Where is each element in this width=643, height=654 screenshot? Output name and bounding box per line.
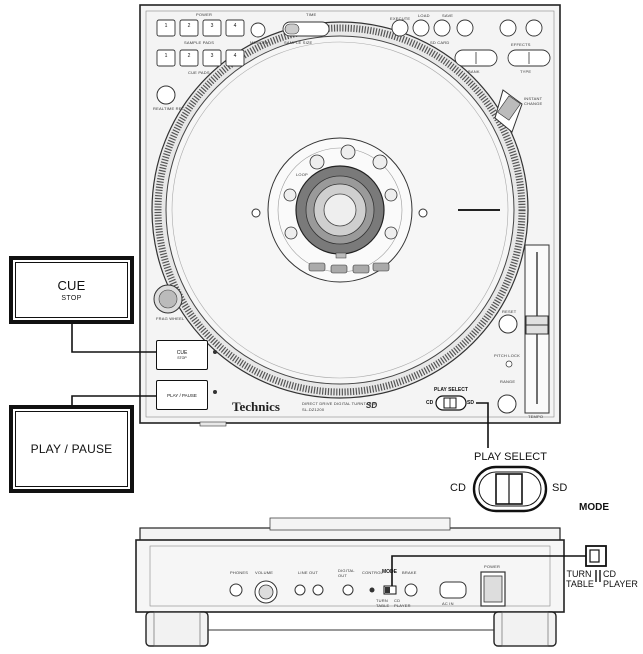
model-number: SL-DZ1200 — [302, 407, 325, 412]
play-select-sd-label: SD — [552, 482, 568, 494]
brake-label: BRAKE — [402, 570, 417, 575]
mode-callout-title: MODE — [579, 502, 609, 513]
turn-table-rear-label: TURN TABLE — [376, 598, 390, 608]
mode-rear-label: MODE — [382, 569, 397, 575]
sd-card-label: SD CARD — [430, 40, 450, 45]
player-text: PLAYER — [603, 579, 638, 589]
line-out-label: LINE OUT — [298, 570, 319, 575]
play-pause-button-label: PLAY / PAUSE — [167, 392, 197, 398]
bank-label: BANK — [468, 69, 480, 74]
tempo-label: TEMPO — [528, 414, 544, 419]
cue-pad-4: 4 — [233, 53, 237, 59]
control-label: CONTROL — [362, 570, 383, 575]
sample-pad-1: 1 — [164, 23, 168, 29]
sample-pads-label: SAMPLE PADS — [184, 40, 215, 45]
load-label: LOAD — [418, 13, 430, 18]
digital-out-label: DIGITAL OUT — [338, 568, 355, 578]
turn-table-callout-label: TURN TABLE — [566, 569, 594, 589]
cue-pads-label: CUE PADS — [188, 70, 210, 75]
play-pause-button: PLAY / PAUSE — [156, 380, 208, 410]
cue-button-label: CUE — [176, 350, 188, 356]
play-select-title: PLAY SELECT — [474, 451, 547, 463]
sample-size-label: SAMPLE SIZE — [284, 40, 313, 45]
sample-pad-4: 4 — [233, 23, 237, 29]
stop-button-label: STOP — [177, 356, 187, 360]
play-select-small-label: PLAY SELECT — [434, 387, 468, 393]
sd-logo: SD — [366, 401, 378, 410]
effects-label: EFFECTS — [511, 42, 531, 47]
play-pause-callout-title: PLAY / PAUSE — [30, 442, 113, 456]
cd-player-rear-label: CD PLAYER — [394, 598, 411, 608]
save-label: SAVE — [442, 13, 454, 18]
cue-pad-2: 2 — [187, 53, 191, 59]
table-text: TABLE — [566, 579, 594, 589]
loop-label: LOOP — [296, 172, 308, 177]
cue-callout-title: CUE — [57, 278, 86, 293]
memory-label: MEMORY — [250, 40, 270, 45]
volume-label: VOLUME — [255, 570, 274, 575]
execute-label: EXECUTE — [390, 16, 411, 21]
model-text: DIRECT DRIVE DIGITAL TURNTABLE — [302, 401, 377, 406]
sample-pad-2: 2 — [187, 23, 191, 29]
play-select-cd-label: CD — [450, 482, 466, 494]
reset-label: RESET — [502, 309, 517, 314]
power-label: POWER — [196, 12, 213, 17]
cue-stop-callout: CUE STOP — [9, 256, 134, 324]
instant-change-label: INSTANT CHANGE — [524, 96, 543, 106]
ac-in-label: AC IN — [442, 601, 454, 606]
cue-pad-3: 3 — [210, 53, 214, 59]
type-label: TYPE — [520, 69, 532, 74]
phones-label: PHONES — [230, 570, 249, 575]
time-label: TIME — [306, 12, 317, 17]
stop-callout-subtitle: STOP — [61, 295, 82, 302]
cd-player-callout-label: CD PLAYER — [603, 569, 641, 589]
sample-pad-3: 3 — [210, 23, 214, 29]
sd-small-label: SD — [467, 400, 474, 406]
play-pause-callout: PLAY / PAUSE — [9, 405, 134, 493]
turn-text: TURN — [566, 569, 592, 579]
power-rear-label: POWER — [484, 564, 501, 569]
frag-wheel-label: FRAG WHEEL — [156, 316, 185, 321]
cd-text: CD — [603, 569, 616, 579]
cue-stop-button: CUE STOP — [156, 340, 208, 370]
range-label: RANGE — [500, 379, 516, 384]
technics-logo: Technics — [232, 399, 280, 414]
pitch-lock-label: PITCH LOCK — [494, 353, 521, 358]
cd-small-label: CD — [426, 400, 434, 406]
cue-pad-1: 1 — [164, 53, 168, 59]
realtime-rec-label: REALTIME REC — [153, 106, 185, 111]
